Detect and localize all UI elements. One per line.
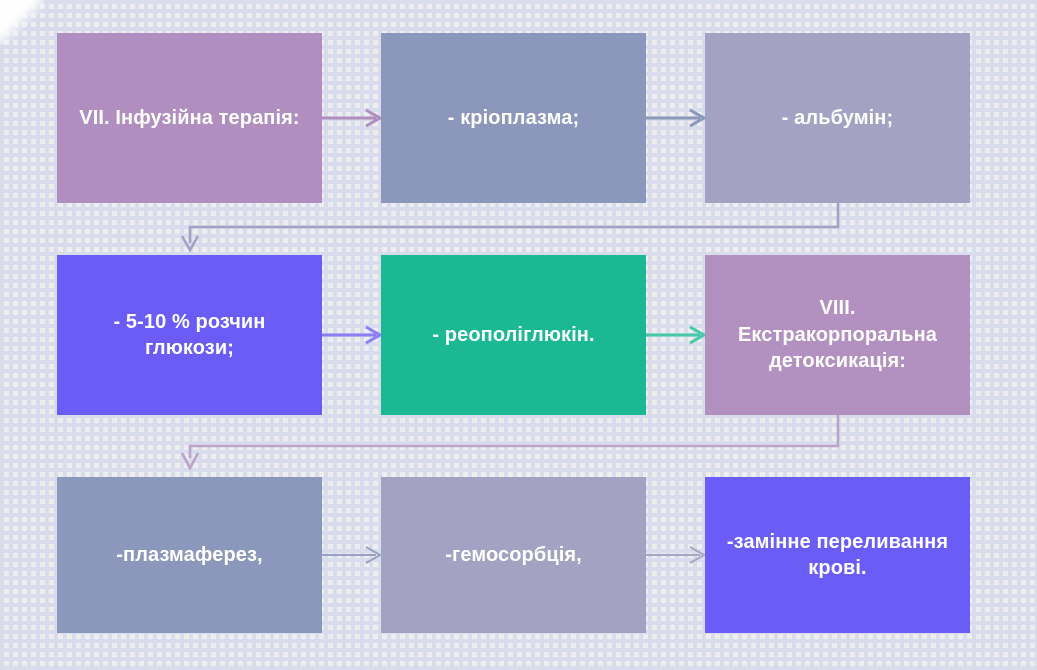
arrow-plasmapheresis-to-hemosorption xyxy=(322,546,383,564)
node-rheopolyglucin[interactable]: - реополіглюкін. xyxy=(381,255,646,415)
node-label: -замінне переливання крові. xyxy=(726,530,949,579)
node-cryoplasma[interactable]: - кріоплазма; xyxy=(381,33,646,203)
arrow-infusion-to-cryoplasma xyxy=(322,108,384,128)
page-corner-fold xyxy=(0,0,44,44)
node-label: -гемосорбція, xyxy=(445,543,582,566)
arrow-rheopolyglucin-to-detox xyxy=(646,325,708,345)
node-label: - альбумін; xyxy=(781,106,894,129)
arrow-cryoplasma-to-albumin xyxy=(646,108,708,128)
node-label: -плазмаферез, xyxy=(116,543,263,566)
node-label: - реополіглюкін. xyxy=(432,323,595,346)
node-hemosorption[interactable]: -гемосорбція, xyxy=(381,477,646,633)
node-albumin[interactable]: - альбумін; xyxy=(705,33,970,203)
node-glucose-solution[interactable]: - 5-10 % розчин глюкози; xyxy=(57,255,322,415)
node-label: - 5-10 % розчин глюкози; xyxy=(113,310,266,359)
node-infusion-therapy[interactable]: VII. Інфузійна терапія: xyxy=(57,33,322,203)
node-plasmapheresis[interactable]: -плазмаферез, xyxy=(57,477,322,633)
arrow-glucose-to-rheopolyglucin xyxy=(322,325,384,345)
arrow-hemosorption-to-transfusion xyxy=(646,546,707,564)
node-label: - кріоплазма; xyxy=(447,106,580,129)
node-extracorporeal-detox[interactable]: VIII. Екстракорпоральна детоксикація: xyxy=(705,255,970,415)
arrow-detox-to-plasmapheresis xyxy=(180,415,840,471)
node-label: VIII. Екстракорпоральна детоксикація: xyxy=(737,297,938,373)
node-label: VII. Інфузійна терапія: xyxy=(79,106,300,129)
arrow-albumin-to-glucose xyxy=(180,203,840,253)
node-exchange-transfusion[interactable]: -замінне переливання крові. xyxy=(705,477,970,633)
